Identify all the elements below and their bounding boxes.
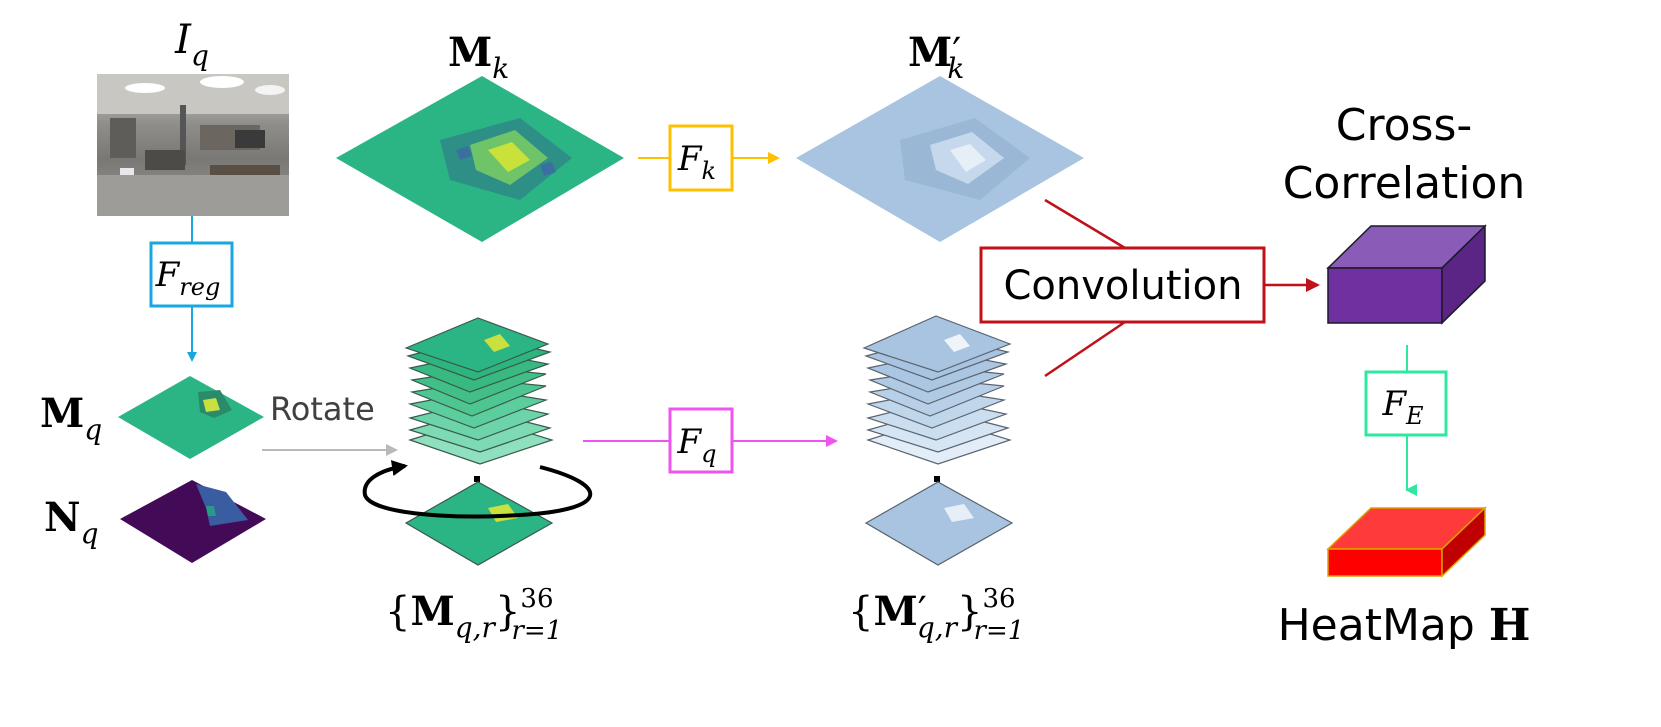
freg-box <box>149 241 234 308</box>
rotate-label: Rotate <box>270 390 375 428</box>
cross-correlation-line1: Cross- <box>1336 100 1473 151</box>
label-Nq: Nq <box>44 494 99 550</box>
map-Mq <box>118 376 264 459</box>
label-Iq: Iq <box>174 17 209 72</box>
heatmap-label: HeatMap H <box>1278 600 1531 651</box>
cross-correlation-line2: Correlation <box>1283 158 1526 209</box>
map-Mqr-prime-last <box>864 481 1014 566</box>
map-Mqr-last <box>404 481 554 566</box>
rotated-feature-stack <box>862 315 1012 465</box>
fq-label: Fq <box>677 422 717 468</box>
heatmap-slab <box>1326 506 1487 578</box>
rotation-arrow <box>362 460 592 519</box>
conv-in-line-top <box>1044 198 1126 250</box>
map-Mk-prime <box>796 76 1084 242</box>
fe-label: FE <box>1381 384 1424 430</box>
freg-label: Freg <box>155 255 221 301</box>
map-Nq <box>120 480 266 563</box>
label-Mq: Mq <box>40 390 102 446</box>
map-Mk <box>336 76 624 242</box>
fq-box <box>668 407 734 474</box>
fk-label: Fk <box>677 139 716 185</box>
query-image <box>97 74 289 216</box>
label-Mk-prime: M′k <box>908 29 964 85</box>
label-Mk: Mk <box>448 29 509 85</box>
cross-correlation-cube <box>1326 224 1487 325</box>
rotated-map-stack <box>404 317 554 465</box>
fe-box <box>1364 370 1448 437</box>
conv-in-line-bottom <box>1044 320 1126 378</box>
convolution-label: Convolution <box>1004 263 1243 309</box>
